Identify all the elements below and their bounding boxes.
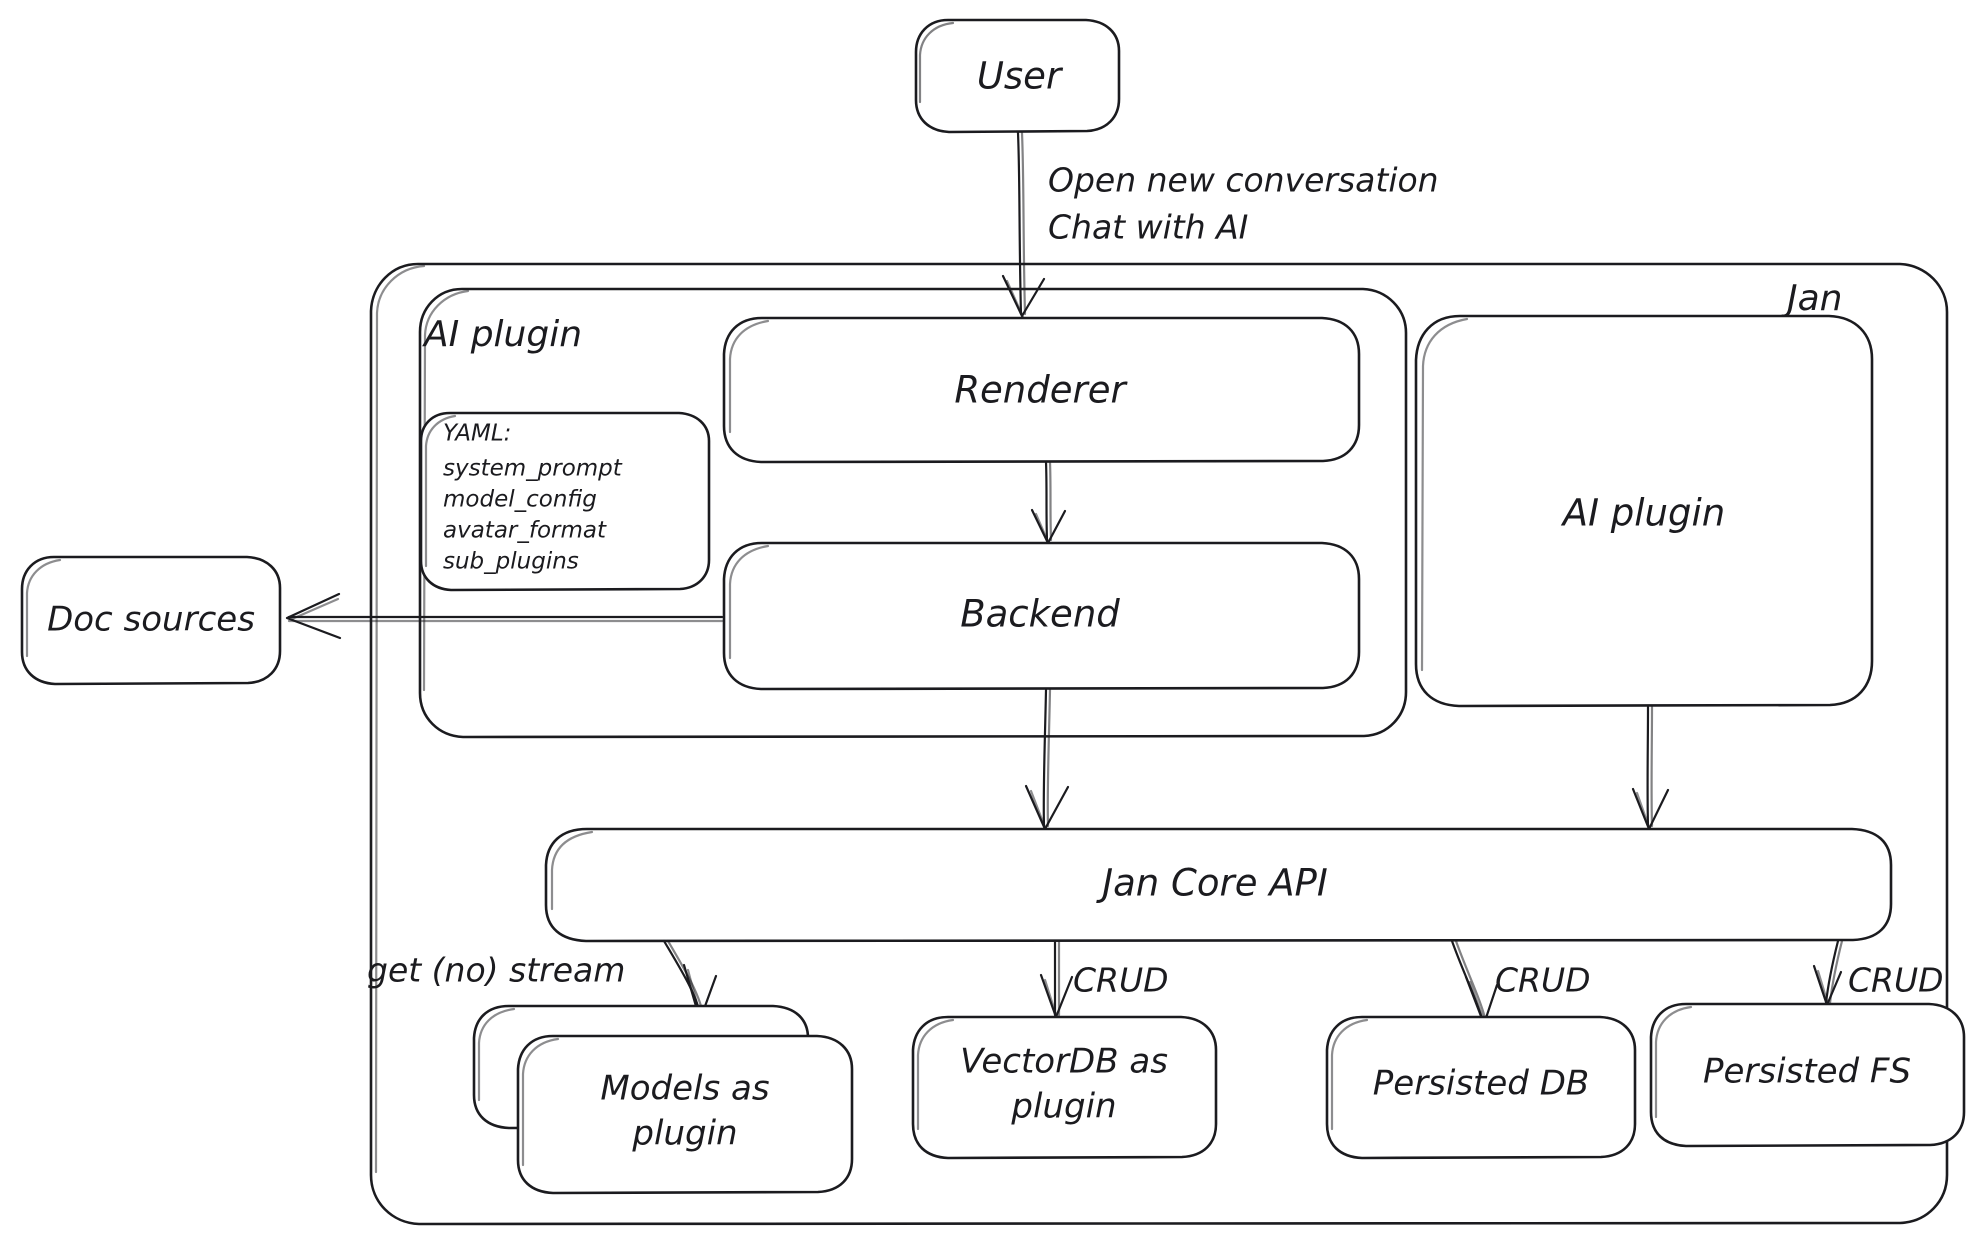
user-node[interactable]	[914, 18, 1121, 134]
doc-sources-node-label: Doc sources	[47, 600, 255, 640]
vectordb-plugin-node-label-line2: plugin	[1010, 1087, 1116, 1127]
doc-sources-node[interactable]	[20, 555, 282, 686]
renderer-node[interactable]	[722, 316, 1361, 464]
ai-plugin-node-label: AI plugin	[1561, 492, 1725, 535]
jan-core-api-node-label: Jan Core API	[1095, 862, 1328, 905]
edge-ai-plugin-to-core-api	[1631, 705, 1670, 832]
models-plugin-node[interactable]	[472, 1004, 854, 1195]
edge-core-api-to-persisted-db	[1450, 939, 1499, 1026]
vectordb-plugin-node[interactable]	[911, 1015, 1218, 1160]
edge-label-core-api-to-persisted-db: CRUD	[1495, 961, 1591, 1000]
models-plugin-node-label-line2: plugin	[631, 1114, 737, 1154]
edge-label-core-api-to-persisted-fs: CRUD	[1848, 961, 1944, 1000]
yaml-note-line-3: avatar_format	[443, 518, 607, 544]
renderer-node-label: Renderer	[954, 369, 1128, 412]
edge-backend-to-doc-sources	[285, 592, 724, 640]
persisted-fs-node-label: Persisted FS	[1703, 1052, 1911, 1092]
edge-backend-to-core-api	[1024, 688, 1070, 832]
yaml-note-line-4: sub_plugins	[443, 549, 579, 575]
yaml-note-line-0: YAML:	[443, 421, 511, 447]
jan-container-label: Jan	[1781, 278, 1843, 319]
vectordb-plugin-node-label-line1: VectorDB as	[960, 1042, 1168, 1082]
persisted-db-node[interactable]	[1325, 1015, 1637, 1160]
yaml-note-line-1: system_prompt	[443, 456, 623, 482]
ai-plugin-container-label: AI plugin	[422, 314, 582, 355]
edge-label-user-to-renderer-line2: Chat with AI	[1048, 208, 1248, 247]
ai-plugin-node[interactable]	[1414, 314, 1874, 708]
persisted-fs-node[interactable]	[1649, 1002, 1966, 1148]
edge-renderer-to-backend	[1030, 460, 1067, 546]
edge-user-to-renderer	[1001, 131, 1046, 319]
yaml-note-box[interactable]	[419, 411, 711, 592]
models-plugin-node-label-line1: Models as	[600, 1069, 769, 1109]
jan-core-api-node[interactable]	[544, 827, 1893, 943]
persisted-db-node-label: Persisted DB	[1373, 1064, 1589, 1104]
edge-core-api-to-vectordb	[1039, 939, 1074, 1020]
edge-core-api-to-persisted-fs	[1812, 939, 1844, 1007]
edge-label-user-to-renderer-line1: Open new conversation	[1048, 161, 1439, 200]
user-node-label: User	[977, 55, 1064, 98]
jan-container[interactable]	[369, 262, 1949, 1226]
edge-label-core-api-to-vectordb: CRUD	[1073, 961, 1169, 1000]
backend-node[interactable]	[722, 541, 1361, 691]
ai-plugin-container[interactable]	[418, 287, 1408, 739]
backend-node-label: Backend	[960, 593, 1120, 636]
yaml-note-line-2: model_config	[443, 487, 597, 513]
edge-label-core-api-to-models: get (no) stream	[367, 951, 625, 990]
